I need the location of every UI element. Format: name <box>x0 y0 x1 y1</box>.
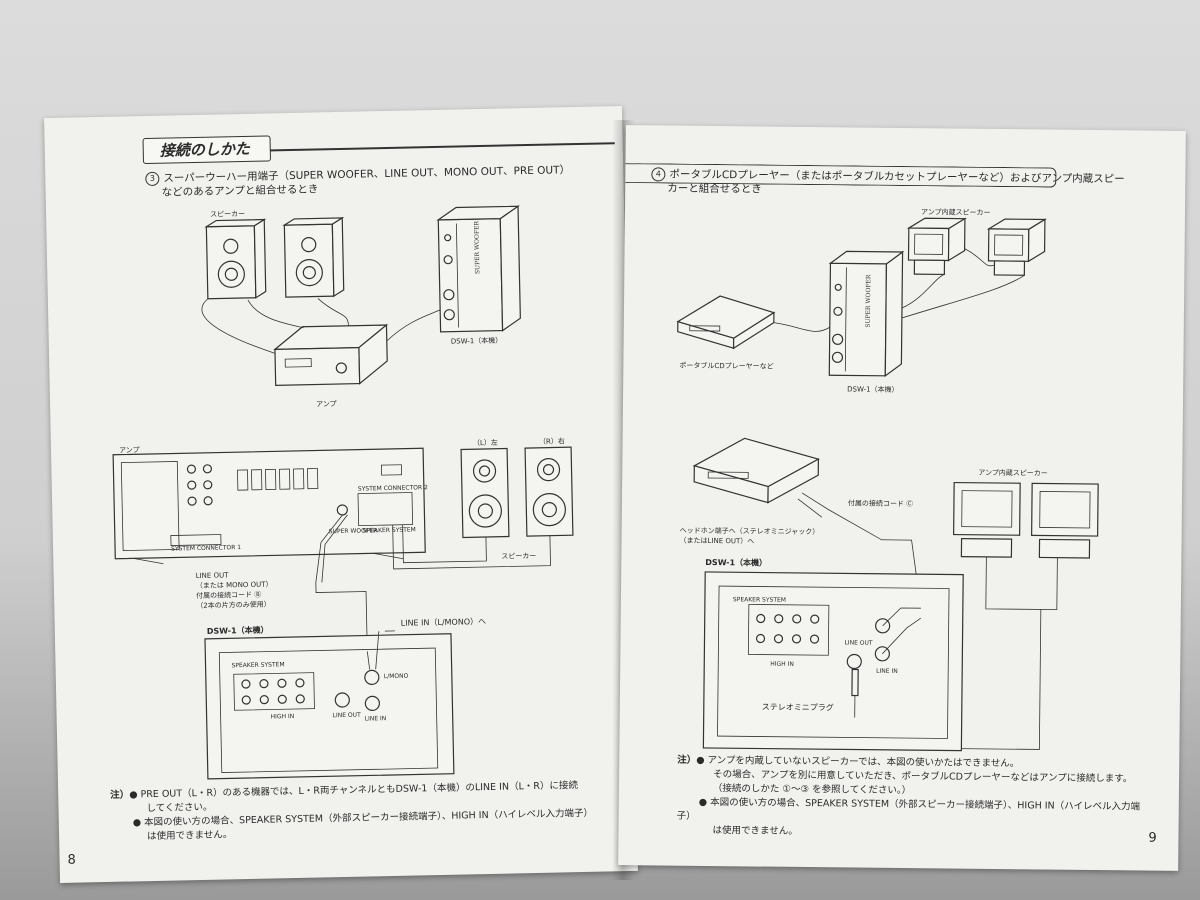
panel-mono-label: L/MONO <box>383 672 409 681</box>
subwoofer-illustration: SUPER WOOFER <box>436 205 521 333</box>
amp-speaker-4 <box>1031 482 1099 559</box>
amp-illustration <box>273 323 389 386</box>
figure-amp-speakers-subwoofer: SUPER WOOFER <box>201 205 521 386</box>
panel-line-out-label-right: LINE OUT <box>844 639 873 647</box>
speaker-R-illustration <box>524 446 574 537</box>
system-connector-1-label: SYSTEM CONNECTOR 1 <box>171 544 242 553</box>
figure-rear-panel-connections <box>112 446 574 780</box>
amp-rear-vents <box>237 468 319 491</box>
panel-speaker-system-label: SPEAKER SYSTEM <box>231 661 285 670</box>
line-in-label: LINE IN（L/MONO）へ <box>400 616 487 628</box>
cord-c-label: 付属の接続コード Ⓒ <box>847 499 914 509</box>
panel-speaker-system-label-right: SPEAKER SYSTEM <box>732 596 787 604</box>
mini-plug-label: ステレオミニプラグ <box>761 702 834 713</box>
svg-text:SUPER WOOFER: SUPER WOOFER <box>865 274 873 328</box>
panel-line-in-label-right: LINE IN <box>876 667 898 675</box>
cd-player-2-illustration <box>692 437 820 504</box>
panel-high-in-label: HIGH IN <box>270 713 295 721</box>
svg-text:SUPER WOOFER: SUPER WOOFER <box>473 220 481 274</box>
headphone-label: ヘッドホン端子へ（ステレオミニジャック） （またはLINE OUT）へ <box>679 526 820 546</box>
dsw-terminal-block-right <box>747 603 830 656</box>
speaker-left-illustration <box>204 218 267 300</box>
amp-rear-label: アンプ <box>118 446 140 455</box>
line-out-label: LINE OUT （または MONO OUT） 付属の接続コード Ⓑ （2本の片… <box>195 571 273 611</box>
speaker-right-illustration <box>282 216 345 298</box>
speaker-L-label: （L）左 <box>472 438 498 448</box>
speakers-label: スピーカー <box>501 551 537 561</box>
amp-speaker-3 <box>953 481 1021 558</box>
figure-cd-rear-panel <box>692 437 1099 752</box>
amp-speaker-1 <box>906 217 968 276</box>
figure-cd-player-subwoofer: SUPER WOOFER <box>676 217 1048 378</box>
panel-high-in-label-right: HIGH IN <box>770 660 794 668</box>
speaker-R-label: （R）右 <box>538 437 565 446</box>
panel-line-in-label: LINE IN <box>364 715 387 723</box>
speaker-L-illustration <box>460 447 510 539</box>
panel-line-out-label: LINE OUT <box>332 711 361 720</box>
cd-player-illustration <box>676 295 776 350</box>
subwoofer-illustration: SUPER WOOFER <box>828 250 905 378</box>
dsw-terminal-block <box>233 672 315 711</box>
page-number-right: 9 <box>1148 830 1157 846</box>
dsw-panel-label-right: DSW-1（本機） <box>705 557 768 568</box>
amp-speaker-2 <box>986 218 1048 276</box>
amp-speaker-label-2: アンプ内蔵スピーカー <box>978 468 1048 478</box>
dsw-panel-label: DSW-1（本機） <box>206 625 269 636</box>
notes-right: 注）●アンプを内蔵していないスピーカーでは、本図の使いかたはできません。 その場… <box>676 754 1141 837</box>
notes-left: 注）●PRE OUT（L・R）のある機器では、L・R両チャンネルともDSW-1（… <box>110 780 594 843</box>
system-connector-2-label: SYSTEM CONNECTOR 2 <box>357 484 428 493</box>
speaker-system-terminal-label: SPEAKER SYSTEM <box>362 526 416 535</box>
page-number-left: 8 <box>67 852 77 868</box>
